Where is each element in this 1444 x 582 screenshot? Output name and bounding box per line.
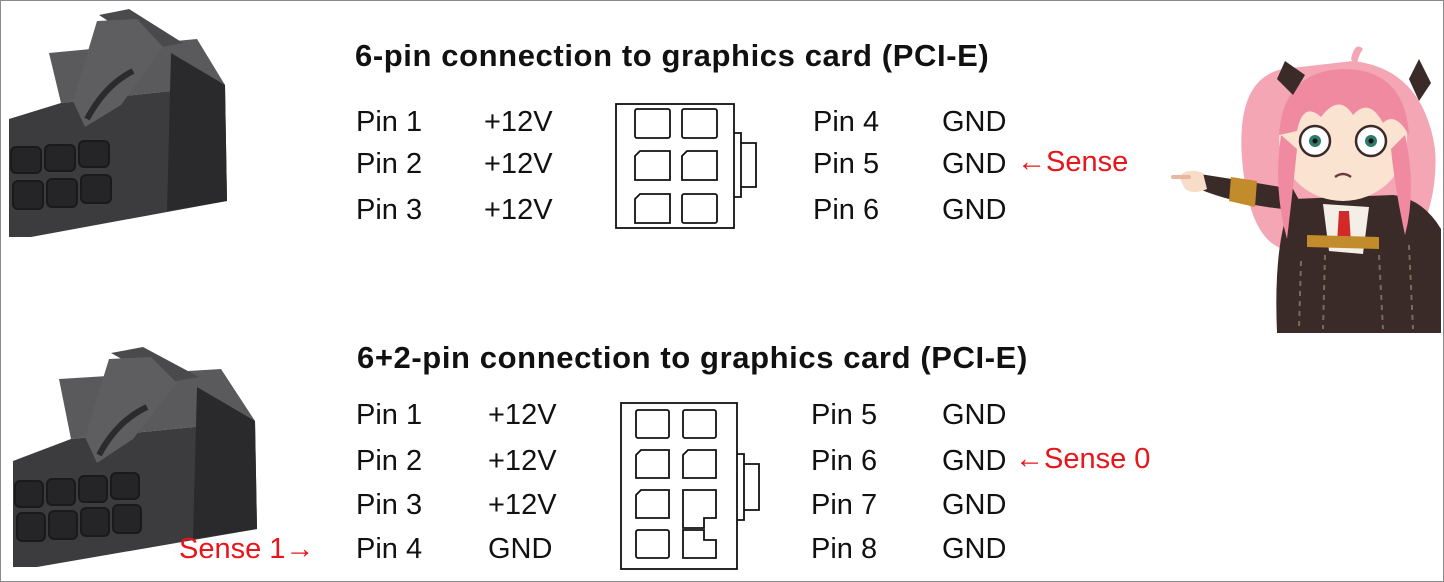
pin-signal: GND [942,489,1007,521]
pin-signal: GND [942,194,1007,226]
eight-pin-connector-illustration [13,347,257,567]
pin-label: Pin 3 [356,194,423,226]
pin-signal: GND [942,533,1007,565]
eight-pin-title: 6+2-pin connection to graphics card (PCI… [357,340,1028,375]
sense-annotation: Sense 1→ [179,533,315,565]
pin-label: Pin 1 [356,106,423,138]
pin-signal: GND [942,106,1007,138]
pin-label: Pin 6 [811,445,878,477]
six-pin-connector-illustration [9,9,227,237]
pin-label: Pin 7 [811,489,878,521]
pin-label: Pin 2 [356,148,423,180]
sense-annotation: ←Sense 0 [1015,443,1151,475]
pin-signal: +12V [484,148,553,180]
pin-label: Pin 6 [813,194,880,226]
pin-label: Pin 4 [813,106,880,138]
eight-pin-connector-diagram [620,402,760,570]
pin-signal: GND [942,148,1007,180]
pin-signal: GND [488,533,553,565]
pin-label: Pin 1 [356,399,423,431]
pin-signal: +12V [488,399,557,431]
pin-label: Pin 5 [811,399,878,431]
pin-label: Pin 4 [356,533,423,565]
pin-label: Pin 3 [356,489,423,521]
pin-signal: GND [942,399,1007,431]
pointing-character-illustration [1171,46,1441,333]
pin-label: Pin 5 [813,148,880,180]
pin-label: Pin 8 [811,533,878,565]
pin-label: Pin 2 [356,445,423,477]
pin-signal: +12V [488,489,557,521]
six-pin-title: 6-pin connection to graphics card (PCI-E… [355,38,990,73]
sense-annotation: ←Sense [1017,146,1129,178]
pin-signal: GND [942,445,1007,477]
pin-signal: +12V [484,106,553,138]
six-pin-connector-diagram [615,103,757,229]
pin-signal: +12V [484,194,553,226]
pin-signal: +12V [488,445,557,477]
